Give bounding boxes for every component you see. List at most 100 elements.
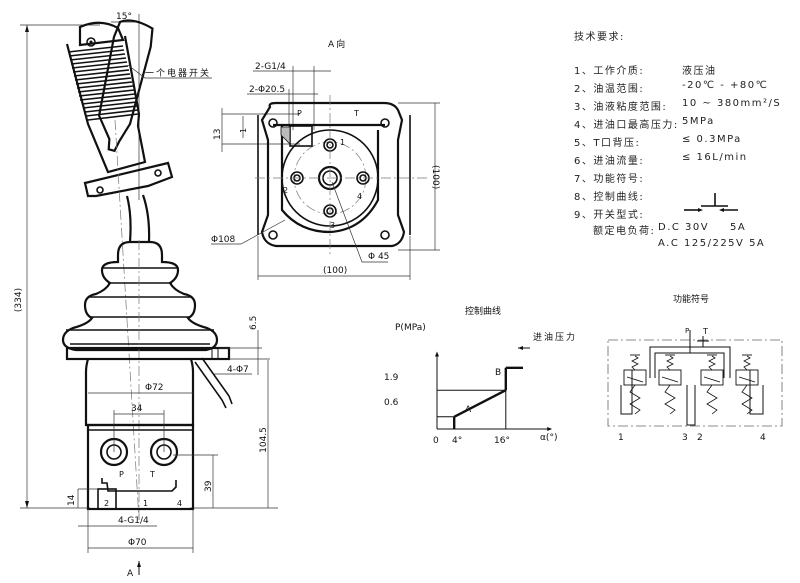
view-arrow-label: A: [127, 569, 134, 579]
spring-icon: [706, 384, 718, 415]
valve-arrow: [661, 376, 679, 383]
valve-block: [86, 423, 195, 511]
spring-icon: [743, 355, 751, 371]
port-depth-label: 14: [67, 494, 77, 506]
spec-item-value: -20℃ - +80℃: [682, 80, 769, 91]
spec-item-label: 6、进油流量:: [574, 156, 645, 167]
spec-item-label: 3、油液粘度范围:: [574, 102, 668, 113]
point-b-label: B: [495, 368, 501, 378]
rated-ac: A.C 125/225V 5A: [658, 238, 766, 249]
spec-item-label: 7、功能符号:: [574, 174, 645, 185]
view-a: A向 2-G1/4 2-Φ20.5 13 1: [211, 38, 440, 280]
spring-icon: [666, 355, 674, 371]
spec-item-label: 2、油温范围:: [574, 84, 645, 95]
valve-arrow: [703, 376, 721, 383]
spec-item-value: 5MPa: [682, 116, 715, 127]
rated-dc: D.C 30V: [658, 222, 710, 233]
angle-label: 15°: [116, 12, 132, 22]
valve-arrow: [626, 376, 644, 383]
fs-port-1: 1: [618, 433, 624, 443]
handle-collar: [83, 161, 174, 198]
x-tick-16: 16°: [494, 436, 510, 446]
view-a-port-1: 1: [340, 138, 345, 147]
view-a-port-t: T: [353, 109, 359, 118]
switch-note: 一个电器开关: [145, 67, 211, 79]
dim-13-label: 13: [213, 129, 223, 140]
function-symbol: 功能符号 P T 1 3 2 4: [607, 293, 783, 443]
rated-dc-amp: 5A: [730, 222, 747, 233]
spec-item-value: 10 ~ 380mm²/S: [682, 98, 782, 109]
view-a-width-label: (100): [323, 266, 347, 276]
y-tick-1.9: 1.9: [384, 373, 399, 383]
spring-icon: [741, 384, 753, 415]
center-dia-label: Φ 45: [368, 252, 389, 262]
switch-button-icon: [86, 37, 96, 47]
x-axis-arrow: [547, 427, 553, 431]
pcd-label: Φ108: [211, 235, 236, 245]
handle-grip: [97, 19, 154, 153]
spring-icon: [631, 355, 639, 371]
spec-item-label: 1、工作介质:: [574, 66, 645, 77]
fs-port-3: 3: [682, 433, 688, 443]
main-port-2: 2: [104, 499, 109, 508]
grip-rings: [67, 45, 139, 121]
view-a-port-2: 2: [283, 186, 288, 195]
function-symbol-title: 功能符号: [673, 293, 709, 305]
point-a-label: A: [465, 405, 472, 415]
valve-arrow: [738, 376, 756, 383]
bolt-hole-icon: [268, 118, 278, 128]
fs-port-p: P: [685, 327, 689, 335]
spec-item-label: 8、控制曲线:: [574, 192, 645, 203]
base-diameter-label: Φ70: [128, 538, 147, 548]
view-a-port-4: 4: [357, 192, 362, 201]
valve-body-outline: [260, 101, 406, 248]
curve-inlet-label: 进油压力: [533, 331, 577, 343]
control-curve-chart: 控制曲线 P(MPa) 进油压力 1.9 0.6 0 4° 16° α(°) A…: [384, 305, 577, 446]
base-height-label: 104.5: [259, 427, 269, 453]
overall-height-label: (334): [14, 288, 24, 312]
spec-item-label: 9、开关型式:: [574, 210, 645, 221]
rubber-boot: [61, 240, 219, 352]
switch-type-symbol: [684, 193, 738, 212]
x-tick-0: 0: [433, 436, 439, 446]
joystick-side-view: (334) 15°: [14, 12, 278, 579]
view-a-port-p: P: [297, 109, 302, 118]
thread-callout: 2-G1/4: [255, 62, 286, 72]
dim-1-label: 1: [239, 128, 248, 133]
rated-load-label: 额定电负荷:: [593, 226, 656, 237]
flange-thickness-label: 6.5: [249, 316, 259, 330]
tech-requirements-title: 技术要求:: [574, 32, 625, 43]
fs-port-4: 4: [760, 433, 766, 443]
port-spacing-label: 34: [131, 404, 143, 414]
spring-icon: [708, 355, 716, 371]
body-diameter-label: Φ72: [145, 383, 164, 393]
spring-icon: [664, 384, 676, 415]
curve-title: 控制曲线: [465, 305, 501, 317]
main-port-p: P: [119, 470, 124, 479]
spec-item-label: 5、T口背压:: [574, 138, 641, 149]
main-port-1: 1: [143, 499, 148, 508]
view-a-height-label: (100): [430, 165, 440, 189]
arrow-head: [25, 25, 29, 32]
fs-port-t: T: [702, 327, 708, 336]
spec-item-value: 液压油: [682, 66, 717, 77]
main-port-t: T: [149, 470, 155, 479]
spec-item-value: ≤ 16L/min: [682, 152, 748, 163]
spec-item-value: ≤ 0.3MPa: [682, 134, 742, 145]
curve-ylabel: P(MPa): [395, 323, 426, 333]
y-tick-0.6: 0.6: [384, 398, 399, 408]
fs-port-2: 2: [697, 433, 703, 443]
mount-flange: [65, 346, 231, 361]
view-a-title: A向: [328, 38, 347, 50]
curve-xlabel: α(°): [540, 433, 557, 443]
spring-icon: [629, 384, 641, 415]
mount-holes-label: 4-Φ7: [227, 365, 249, 375]
port-threads-label: 4-G1/4: [118, 516, 149, 526]
y-axis-arrow: [435, 351, 439, 357]
port-height-label: 39: [204, 480, 214, 492]
view-a-port-3: 3: [330, 221, 335, 230]
curve-segment: [453, 389, 507, 418]
spec-item-label: 4、进油口最高压力:: [574, 120, 679, 131]
main-port-4: 4: [177, 499, 182, 508]
